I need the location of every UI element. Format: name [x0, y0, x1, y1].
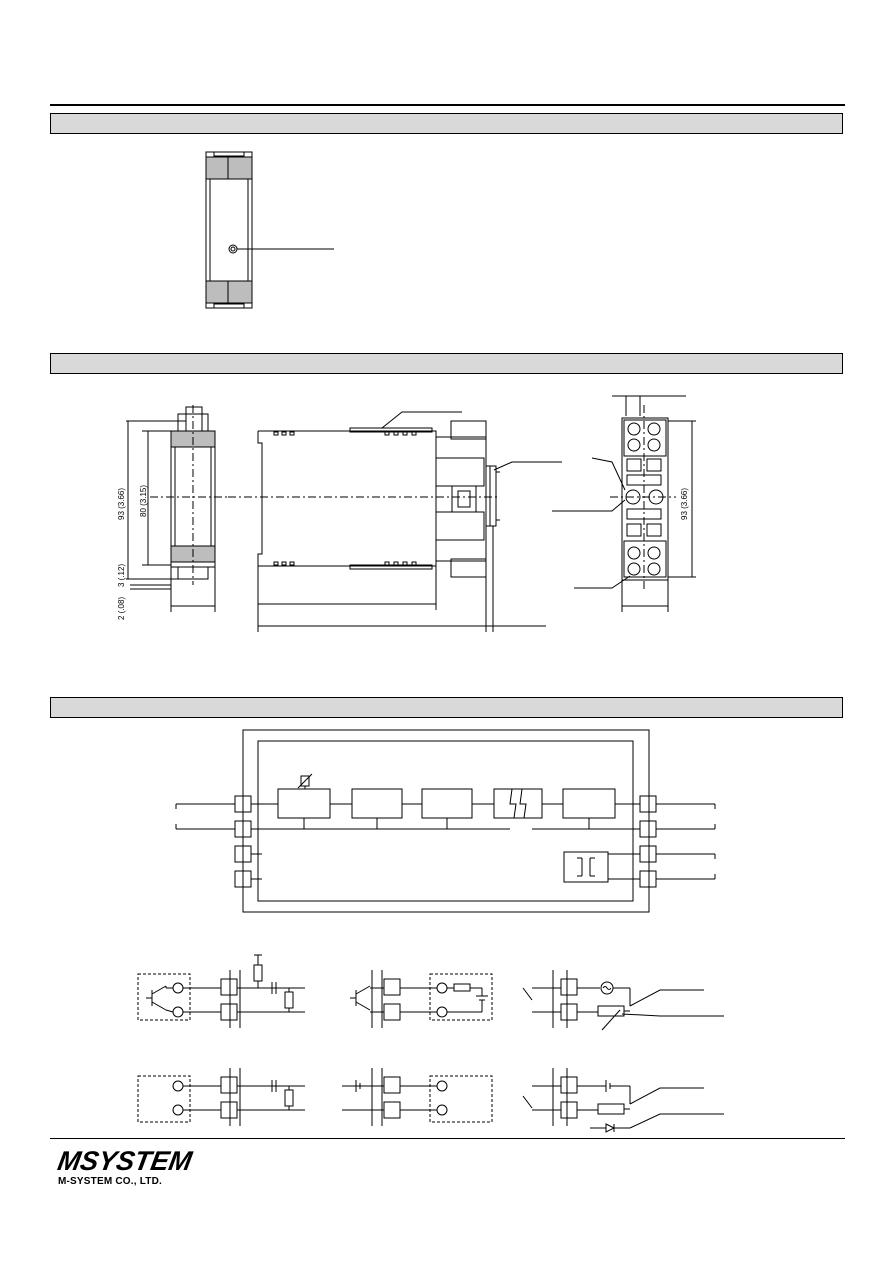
company-logo: MSYSTEM M-SYSTEM CO., LTD.: [55, 1146, 195, 1187]
dim-height-body: 80 (3.15): [139, 485, 148, 517]
input-config-row-2: [137, 1068, 724, 1133]
front-view-module: [205, 151, 334, 309]
logo-word: MSYSTEM: [55, 1146, 195, 1176]
dimension-socket-view: [552, 395, 696, 612]
dim-height-total: 93 (3.66): [117, 488, 126, 520]
company-name: M-SYSTEM CO., LTD.: [58, 1176, 162, 1187]
dim-gap-upper: 3 (.12): [117, 564, 126, 587]
dim-socket-height: 93 (3.66): [680, 488, 689, 520]
dimension-side-view: [126, 405, 236, 612]
section-bar-front-view: [50, 113, 843, 134]
bottom-rule: [50, 1138, 845, 1139]
section-bar-connection-diagram: [50, 697, 843, 718]
input-config-row-1: [137, 954, 724, 1031]
section-bar-dimensions: [50, 353, 843, 374]
connection-block-diagram: [175, 729, 716, 913]
top-rule: [50, 104, 845, 106]
dimension-top-view: [228, 411, 562, 632]
dim-gap-lower: 2 (.08): [117, 597, 126, 620]
